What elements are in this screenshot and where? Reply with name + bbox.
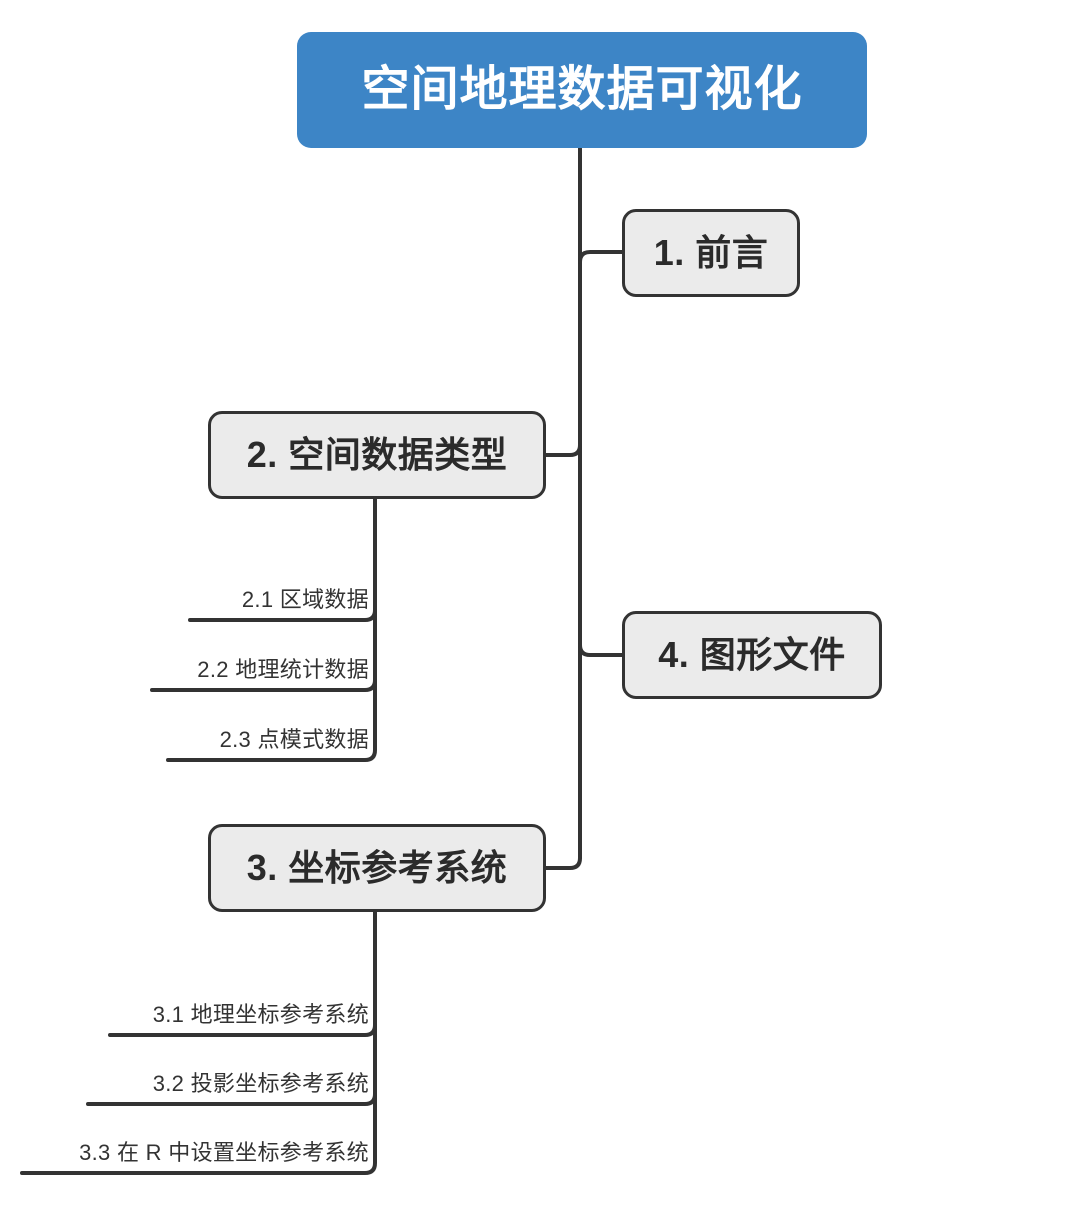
connector-branch-4 — [578, 643, 624, 657]
branch-node-1[interactable]: 1. 前言 — [622, 209, 800, 297]
branch-4-label: 4. 图形文件 — [658, 634, 846, 676]
leaf-3-2-label: 3.2 投影坐标参考系统 — [152, 1071, 369, 1096]
mindmap-root-node[interactable]: 空间地理数据可视化 — [297, 32, 867, 148]
branch-1-label: 1. 前言 — [653, 232, 769, 274]
connector-branch-3 — [544, 856, 582, 870]
connector-branch-2 — [544, 443, 582, 457]
leaf-2-1-label: 2.1 区域数据 — [241, 587, 369, 612]
leaf-node-2-3[interactable]: 2.3 点模式数据 — [140, 718, 375, 758]
connector-branch-1 — [578, 250, 624, 264]
leaf-node-2-1[interactable]: 2.1 区域数据 — [150, 578, 375, 618]
leaf-node-3-3[interactable]: 3.3 在 R 中设置坐标参考系统 — [20, 1131, 375, 1171]
leaf-node-2-2[interactable]: 2.2 地理统计数据 — [120, 648, 375, 688]
branch-node-3[interactable]: 3. 坐标参考系统 — [208, 824, 546, 912]
root-label: 空间地理数据可视化 — [361, 62, 803, 116]
branch-3-label: 3. 坐标参考系统 — [246, 847, 508, 889]
leaf-node-3-1[interactable]: 3.1 地理坐标参考系统 — [70, 993, 375, 1033]
branch-node-4[interactable]: 4. 图形文件 — [622, 611, 882, 699]
leaf-node-3-2[interactable]: 3.2 投影坐标参考系统 — [70, 1062, 375, 1102]
branch-node-2[interactable]: 2. 空间数据类型 — [208, 411, 546, 499]
leaf-3-1-label: 3.1 地理坐标参考系统 — [152, 1002, 369, 1027]
leaf-3-3-label: 3.3 在 R 中设置坐标参考系统 — [79, 1140, 369, 1165]
leaf-2-3-label: 2.3 点模式数据 — [219, 727, 369, 752]
leaf-2-2-label: 2.2 地理统计数据 — [197, 657, 369, 682]
branch-2-label: 2. 空间数据类型 — [246, 434, 508, 476]
